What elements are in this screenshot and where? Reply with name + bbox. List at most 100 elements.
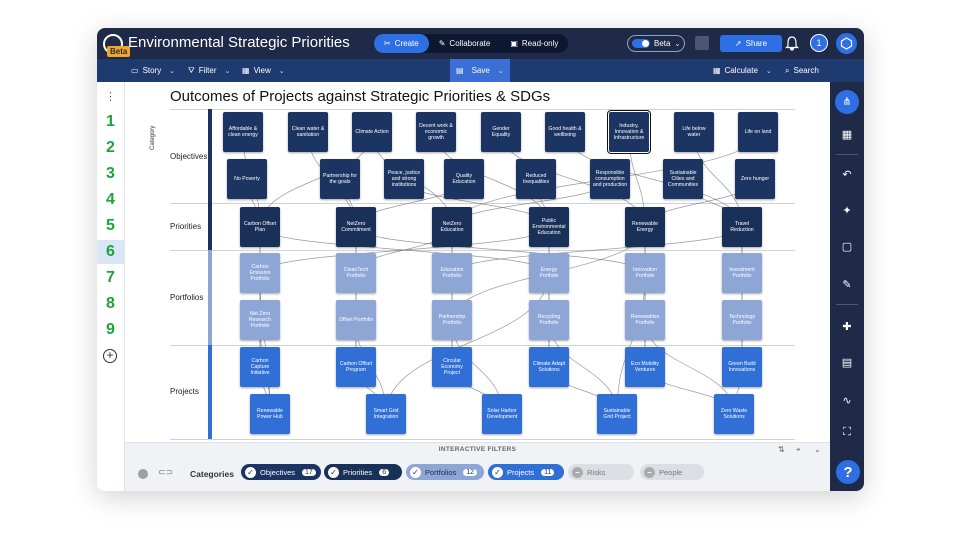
- project-node[interactable]: Zero Waste Solutions: [714, 394, 754, 434]
- create-button[interactable]: ✂ Create: [374, 34, 429, 53]
- document-title[interactable]: Environmental Strategic Priorities: [128, 34, 350, 51]
- filters-title: INTERACTIVE FILTERS: [438, 446, 517, 453]
- readonly-button[interactable]: ▣ Read-only: [500, 34, 568, 53]
- link-icon[interactable]: ⊂⊃: [158, 467, 174, 477]
- slide-number[interactable]: 9: [106, 321, 115, 338]
- hierarchy-icon[interactable]: ⋔: [842, 96, 852, 108]
- portfolio-node[interactable]: Education Portfolio: [432, 253, 472, 293]
- project-node[interactable]: Climate Adapt Solutions: [529, 347, 569, 387]
- slide-number[interactable]: 7: [106, 269, 115, 286]
- bell-icon[interactable]: [785, 35, 799, 51]
- pin-icon[interactable]: ⌖: [796, 445, 801, 454]
- objective-node[interactable]: Peace, justice and strong institutions: [384, 159, 424, 199]
- portfolio-node[interactable]: CleanTech Portfolio: [336, 253, 376, 293]
- portfolio-node[interactable]: Technology Portfolio: [722, 300, 762, 340]
- filter-chip[interactable]: –People: [640, 464, 704, 480]
- objective-node[interactable]: Life on land: [738, 112, 778, 152]
- puzzle-icon[interactable]: ✚: [842, 321, 852, 333]
- prioritie-node[interactable]: NetZero Education: [432, 207, 472, 247]
- user-avatar[interactable]: 1: [810, 34, 828, 52]
- project-node[interactable]: Renewable Power Hub: [250, 394, 290, 434]
- story-menu[interactable]: ▭ Story ⌄: [131, 59, 175, 82]
- portfolio-node[interactable]: Renewables Portfolio: [625, 300, 665, 340]
- check-icon: ✓: [410, 466, 421, 478]
- objective-node[interactable]: Quality Education: [444, 159, 484, 199]
- project-node[interactable]: Solar Harbor Development: [482, 394, 522, 434]
- slide-number[interactable]: 8: [106, 295, 115, 312]
- objective-node[interactable]: Industry, Innovation & Infrastructure: [609, 112, 649, 152]
- prioritie-node[interactable]: Travel Reduction: [722, 207, 762, 247]
- objective-node[interactable]: Affordable & clean energy: [223, 112, 263, 152]
- slide-number[interactable]: 4: [106, 191, 115, 208]
- portfolio-node[interactable]: Energy Portfolio: [529, 253, 569, 293]
- prioritie-node[interactable]: Public Environmental Education: [529, 207, 569, 247]
- portfolio-node[interactable]: Recycling Portfolio: [529, 300, 569, 340]
- project-node[interactable]: Circular Economy Project: [432, 347, 472, 387]
- share-button[interactable]: ➚ Share: [720, 35, 782, 52]
- project-node[interactable]: Carbon Capture Initiative: [240, 347, 280, 387]
- pulse-icon[interactable]: ∿: [842, 395, 852, 407]
- fullscreen-icon[interactable]: ⛶: [843, 426, 851, 438]
- slide-number[interactable]: 1: [106, 113, 115, 130]
- objective-node[interactable]: Zero hunger: [735, 159, 775, 199]
- project-node[interactable]: Green Build Innovations: [722, 347, 762, 387]
- search-label: Search: [793, 66, 819, 75]
- filter-menu[interactable]: ⛛ Filter ⌄: [188, 59, 230, 82]
- connection-line: [259, 272, 271, 415]
- filter-chip-label: Objectives: [260, 467, 296, 477]
- objective-node[interactable]: Partnership for the goals: [320, 159, 360, 199]
- undo-icon[interactable]: ↶: [842, 169, 852, 181]
- objective-node[interactable]: Sustainable Cities and Communities: [663, 159, 703, 199]
- users-icon[interactable]: [695, 36, 709, 50]
- sparkle-icon[interactable]: ✦: [842, 205, 852, 217]
- view-menu[interactable]: ▦ View ⌄: [242, 59, 285, 82]
- objective-node[interactable]: Decent work & economic growth: [416, 112, 456, 152]
- table-icon[interactable]: ▦: [841, 129, 853, 141]
- objective-node[interactable]: Clean water & sanitation: [288, 112, 328, 152]
- objective-node[interactable]: Reduced Inequalities: [516, 159, 556, 199]
- portfolio-node[interactable]: Net Zero Research Portfolio: [240, 300, 280, 340]
- prioritie-node[interactable]: NetZero Commitment: [336, 207, 376, 247]
- objective-node[interactable]: Climate Action: [352, 112, 392, 152]
- slide-number[interactable]: 6: [97, 240, 124, 264]
- comment-icon[interactable]: ▢: [841, 241, 853, 253]
- objective-node[interactable]: Gender Equality: [481, 112, 521, 152]
- slide-number[interactable]: 3: [106, 165, 115, 182]
- filter-chip[interactable]: –Risks: [568, 464, 634, 480]
- objective-node[interactable]: No Poverty: [227, 159, 267, 199]
- portfolio-node[interactable]: Innovation Portfolio: [625, 253, 665, 293]
- slide-number[interactable]: 2: [106, 139, 115, 156]
- objective-node[interactable]: Life below water: [674, 112, 714, 152]
- portfolio-node[interactable]: Offset Portfolio: [336, 300, 376, 340]
- help-button[interactable]: ?: [836, 460, 860, 484]
- objective-node[interactable]: Good health & wellbeing: [545, 112, 585, 152]
- project-node[interactable]: Carbon Offset Program: [336, 347, 376, 387]
- kebab-menu-icon[interactable]: ⋮: [105, 91, 116, 103]
- project-node[interactable]: Sustainable Grid Project: [597, 394, 637, 434]
- collaborate-button[interactable]: ✎ Collaborate: [429, 34, 501, 53]
- prioritie-node[interactable]: Carbon Offset Plan: [240, 207, 280, 247]
- save-button[interactable]: ▤ Save ⌄: [450, 59, 510, 82]
- project-node[interactable]: Eco Mobility Ventures: [625, 347, 665, 387]
- portfolio-node[interactable]: Partnership Portfolio: [432, 300, 472, 340]
- project-node[interactable]: Smart Grid Integration: [366, 394, 406, 434]
- add-slide-icon[interactable]: +: [103, 349, 117, 363]
- calculate-menu[interactable]: ▦ Calculate ⌄: [713, 59, 772, 82]
- portfolio-node[interactable]: Investment Portfolio: [722, 253, 762, 293]
- pencil-icon[interactable]: ✎: [842, 279, 852, 291]
- beta-toggle[interactable]: Beta ⌄: [627, 35, 685, 52]
- slide-number[interactable]: 5: [106, 217, 115, 234]
- sliders-icon[interactable]: ⇅: [778, 445, 785, 454]
- filter-toggle-icon[interactable]: [138, 469, 148, 479]
- search-button[interactable]: ⌕ Search: [785, 59, 819, 82]
- network-icon[interactable]: [836, 33, 857, 54]
- chevron-down-icon[interactable]: ⌄: [814, 445, 821, 454]
- clipboard-icon[interactable]: ▤: [841, 357, 853, 369]
- portfolio-node[interactable]: Carbon Emission Portfolio: [240, 253, 280, 293]
- objective-node[interactable]: Responsible consumption and production: [590, 159, 630, 199]
- prioritie-node[interactable]: Renewable Energy: [625, 207, 665, 247]
